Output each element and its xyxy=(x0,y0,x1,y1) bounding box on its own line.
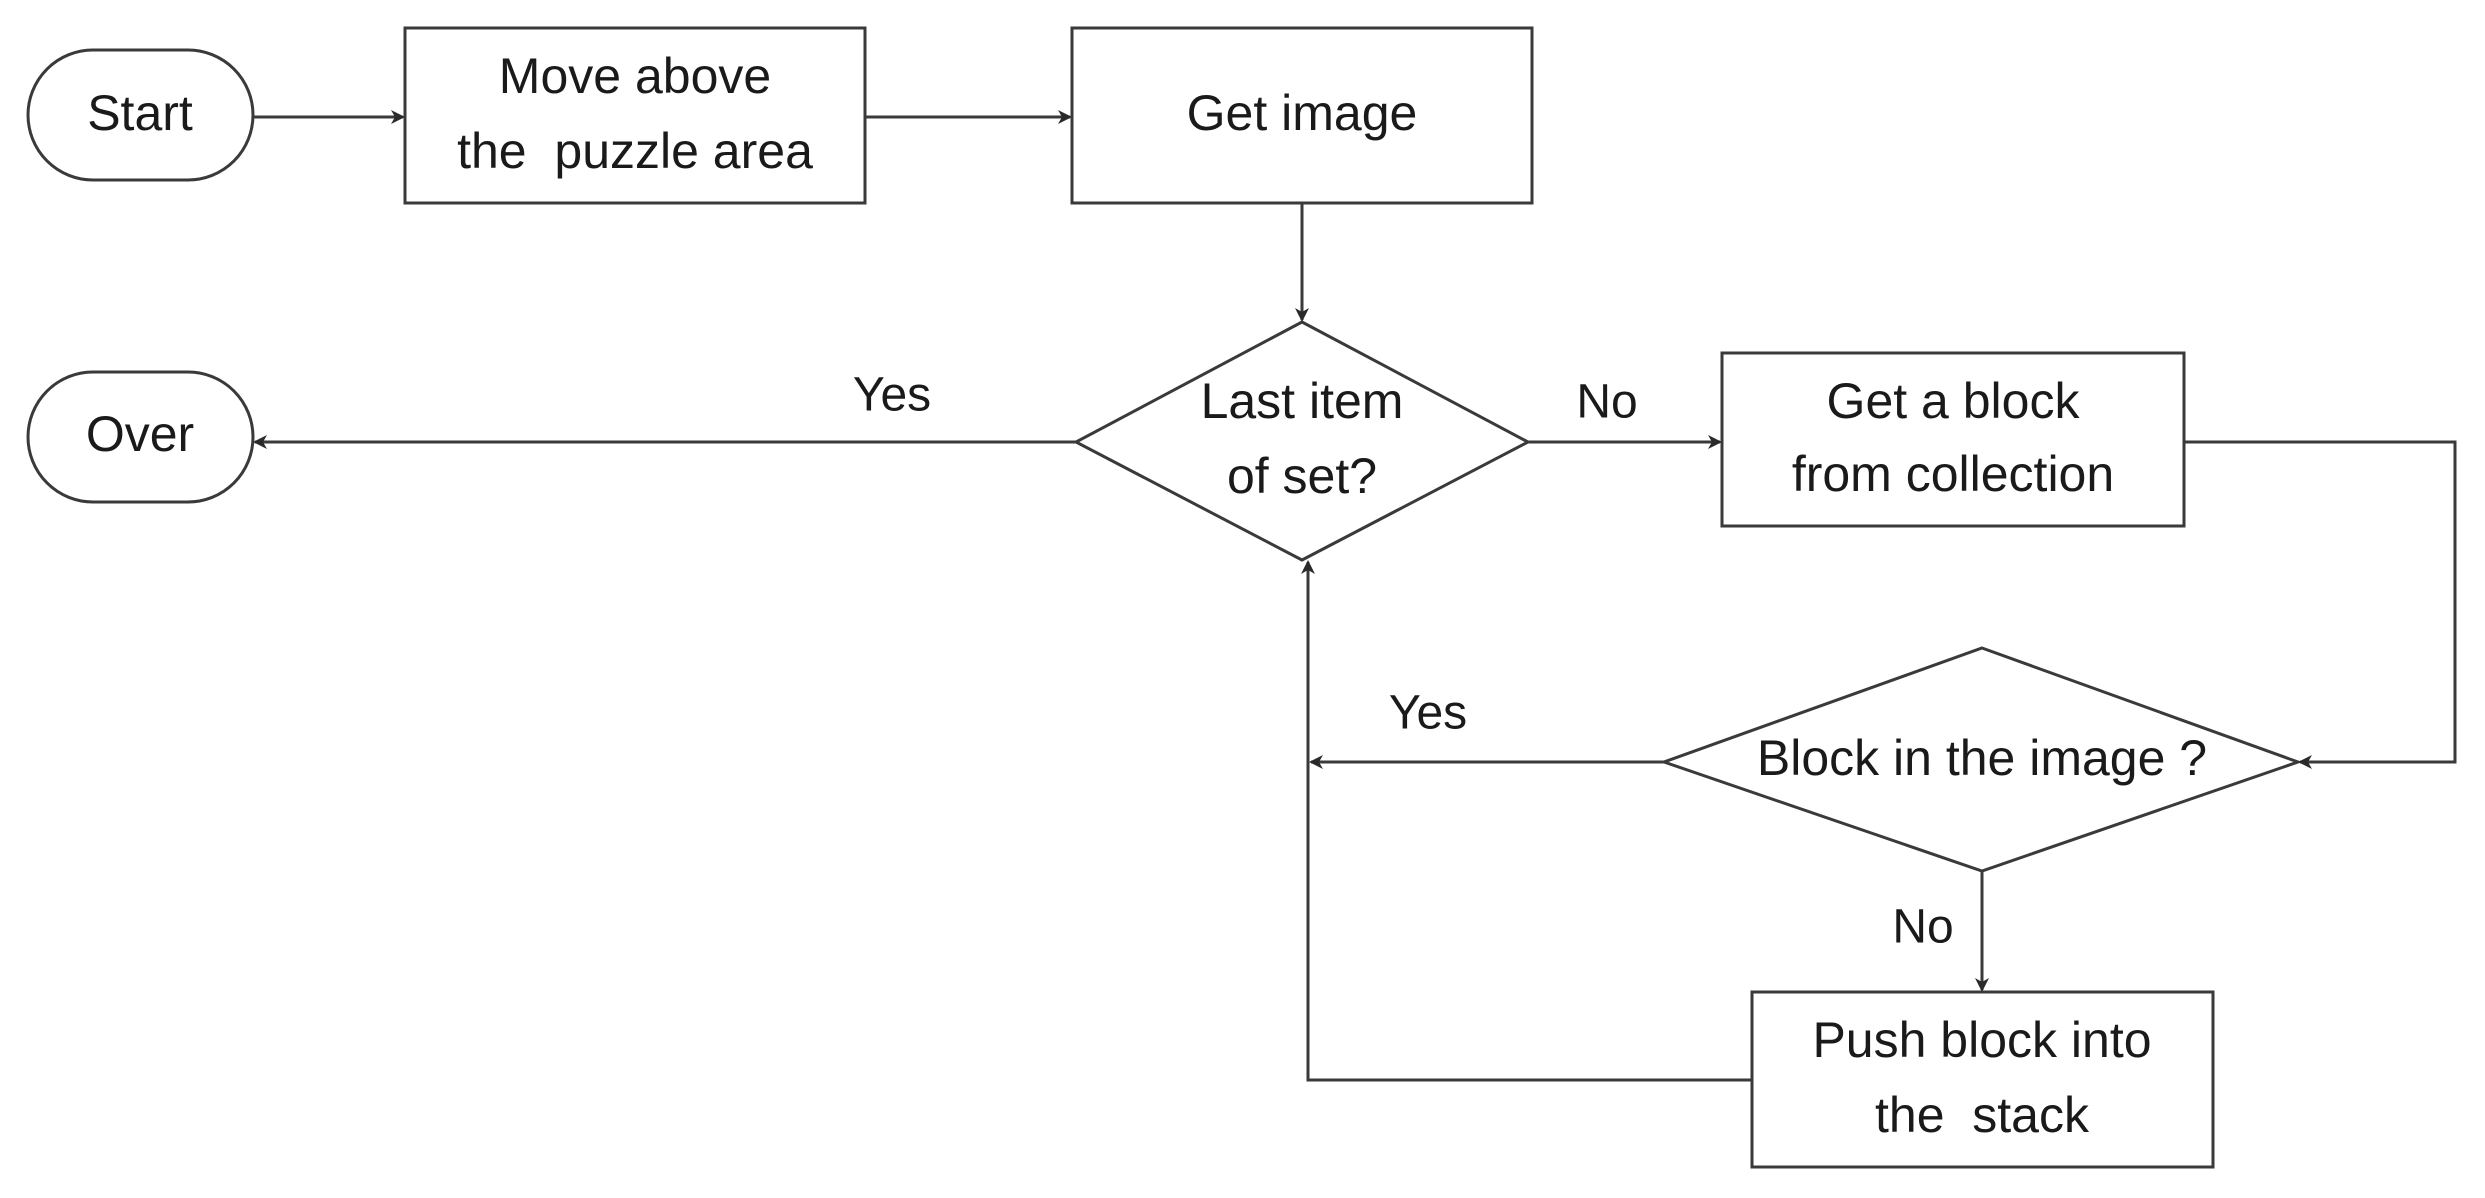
get-block-label-line2: from collection xyxy=(1792,446,2114,502)
block-in-image-decision: Block in the image ? xyxy=(1659,646,2303,873)
over-label: Over xyxy=(86,406,194,462)
get-block-label-line1: Get a block xyxy=(1827,373,2081,429)
edge-label-block-yes: Yes xyxy=(1389,687,1467,740)
last-item-label-line1: Last item xyxy=(1201,373,1404,429)
move-above-node: Move above the puzzle area xyxy=(403,26,867,205)
get-block-node: Get a block from collection xyxy=(1720,351,2186,528)
move-above-label-line1: Move above xyxy=(499,48,771,104)
get-image-label: Get image xyxy=(1187,85,1418,141)
start-node: Start xyxy=(26,48,255,182)
get-image-node: Get image xyxy=(1070,26,1534,205)
block-in-image-label: Block in the image ? xyxy=(1757,730,2207,786)
arrow-push-to-loop xyxy=(1301,560,1752,1082)
move-above-label-line2: the puzzle area xyxy=(457,123,813,179)
over-node: Over xyxy=(26,370,255,504)
start-label: Start xyxy=(87,85,193,141)
push-block-node: Push block into the stack xyxy=(1750,990,2215,1169)
edge-label-block-no: No xyxy=(1892,901,1953,954)
last-item-decision: Last item of set? xyxy=(1072,320,1532,562)
arrow-get-block-to-block-decision xyxy=(2184,440,2457,769)
push-block-label-line1: Push block into xyxy=(1812,1012,2151,1068)
edge-label-last-yes: Yes xyxy=(853,369,931,422)
push-block-label-line2: the stack xyxy=(1875,1087,2090,1143)
edge-label-last-no: No xyxy=(1576,376,1637,429)
last-item-label-line2: of set? xyxy=(1227,448,1377,504)
